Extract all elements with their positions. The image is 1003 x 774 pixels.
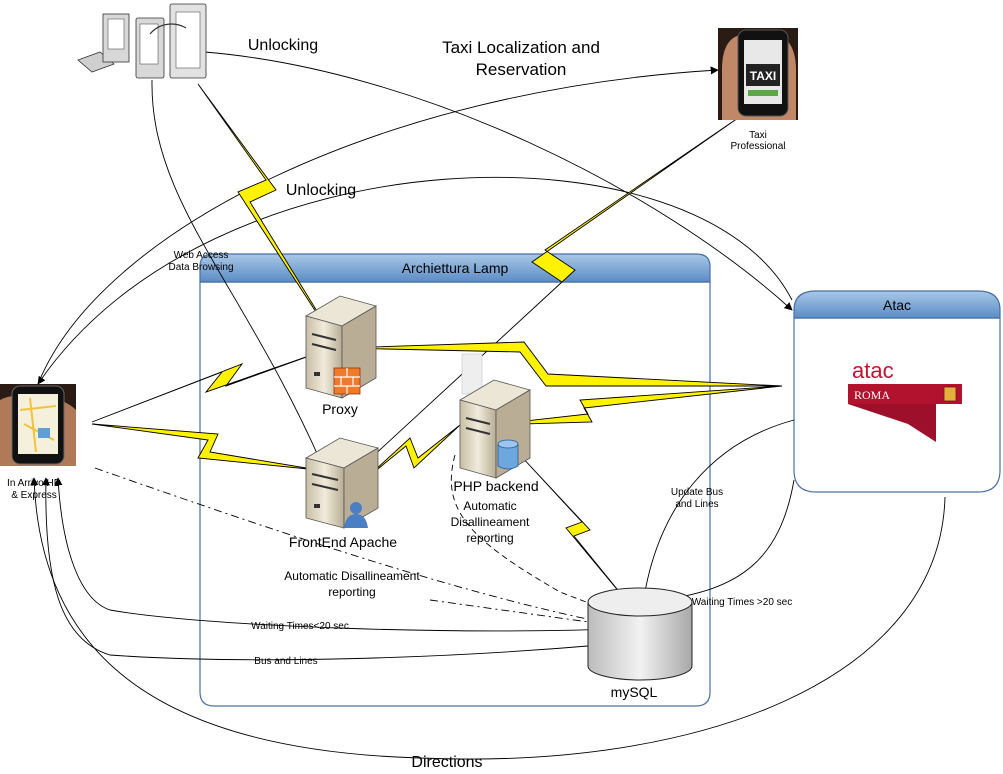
php-note-2: Disallineament	[451, 515, 530, 529]
php-server-icon	[458, 353, 532, 479]
proxy-server-icon	[304, 295, 378, 399]
atac-logo: atac ROMA	[848, 358, 962, 442]
taxi-localization-label-2: Reservation	[476, 60, 567, 79]
atac-logo-city: ROMA	[854, 388, 890, 402]
taxi-caption-2: Professional	[730, 141, 785, 152]
taxi-phone-icon: TAXI	[718, 28, 798, 120]
waiting-gt-label: Waiting Times >20 sec	[692, 597, 793, 608]
firewall-icon	[333, 367, 361, 395]
update-bus-label-1: Update Bus	[671, 487, 723, 498]
frontend-server-icon	[304, 437, 380, 529]
php-note-1: Automatic	[463, 499, 516, 513]
taxi-screen-text: TAXI	[750, 69, 776, 83]
bus-lines-label: Bus and Lines	[254, 656, 317, 667]
auto-report-label-2: reporting	[328, 585, 375, 599]
auto-report-label-1: Automatic Disallineament	[284, 569, 420, 583]
unlocking-mid-label: Unlocking	[286, 182, 356, 199]
taxi-caption-1: Taxi	[749, 130, 767, 141]
phone-caption-2: & Express	[11, 490, 57, 501]
connections	[30, 51, 946, 760]
mysql-label: mySQL	[611, 684, 658, 700]
unlocking-top-label: Unlocking	[248, 37, 318, 54]
user-phone-icon	[0, 384, 76, 466]
taxi-localization-label-1: Taxi Localization and	[442, 38, 600, 57]
client-computers-icon	[77, 3, 207, 79]
user-icon	[344, 502, 368, 528]
atac-logo-word: atac	[852, 358, 894, 383]
web-access-label-1: Web Access	[174, 250, 229, 261]
lamp-title: Archiettura Lamp	[402, 260, 509, 276]
php-label: PHP backend	[453, 478, 538, 494]
phone-caption-1: In Arrivo HD	[7, 478, 61, 489]
web-access-label-2: Data Browsing	[168, 262, 233, 273]
atac-title: Atac	[883, 297, 911, 313]
proxy-label: Proxy	[322, 401, 358, 417]
waiting-lt-label: Waiting Times<20 sec	[251, 621, 349, 632]
directions-label: Directions	[411, 754, 482, 771]
database-small-icon	[497, 439, 519, 470]
frontend-label: FrontEnd Apache	[289, 534, 397, 550]
php-note-3: reporting	[466, 531, 513, 545]
update-bus-label-2: and Lines	[675, 499, 718, 510]
mysql-database-icon	[587, 587, 693, 681]
